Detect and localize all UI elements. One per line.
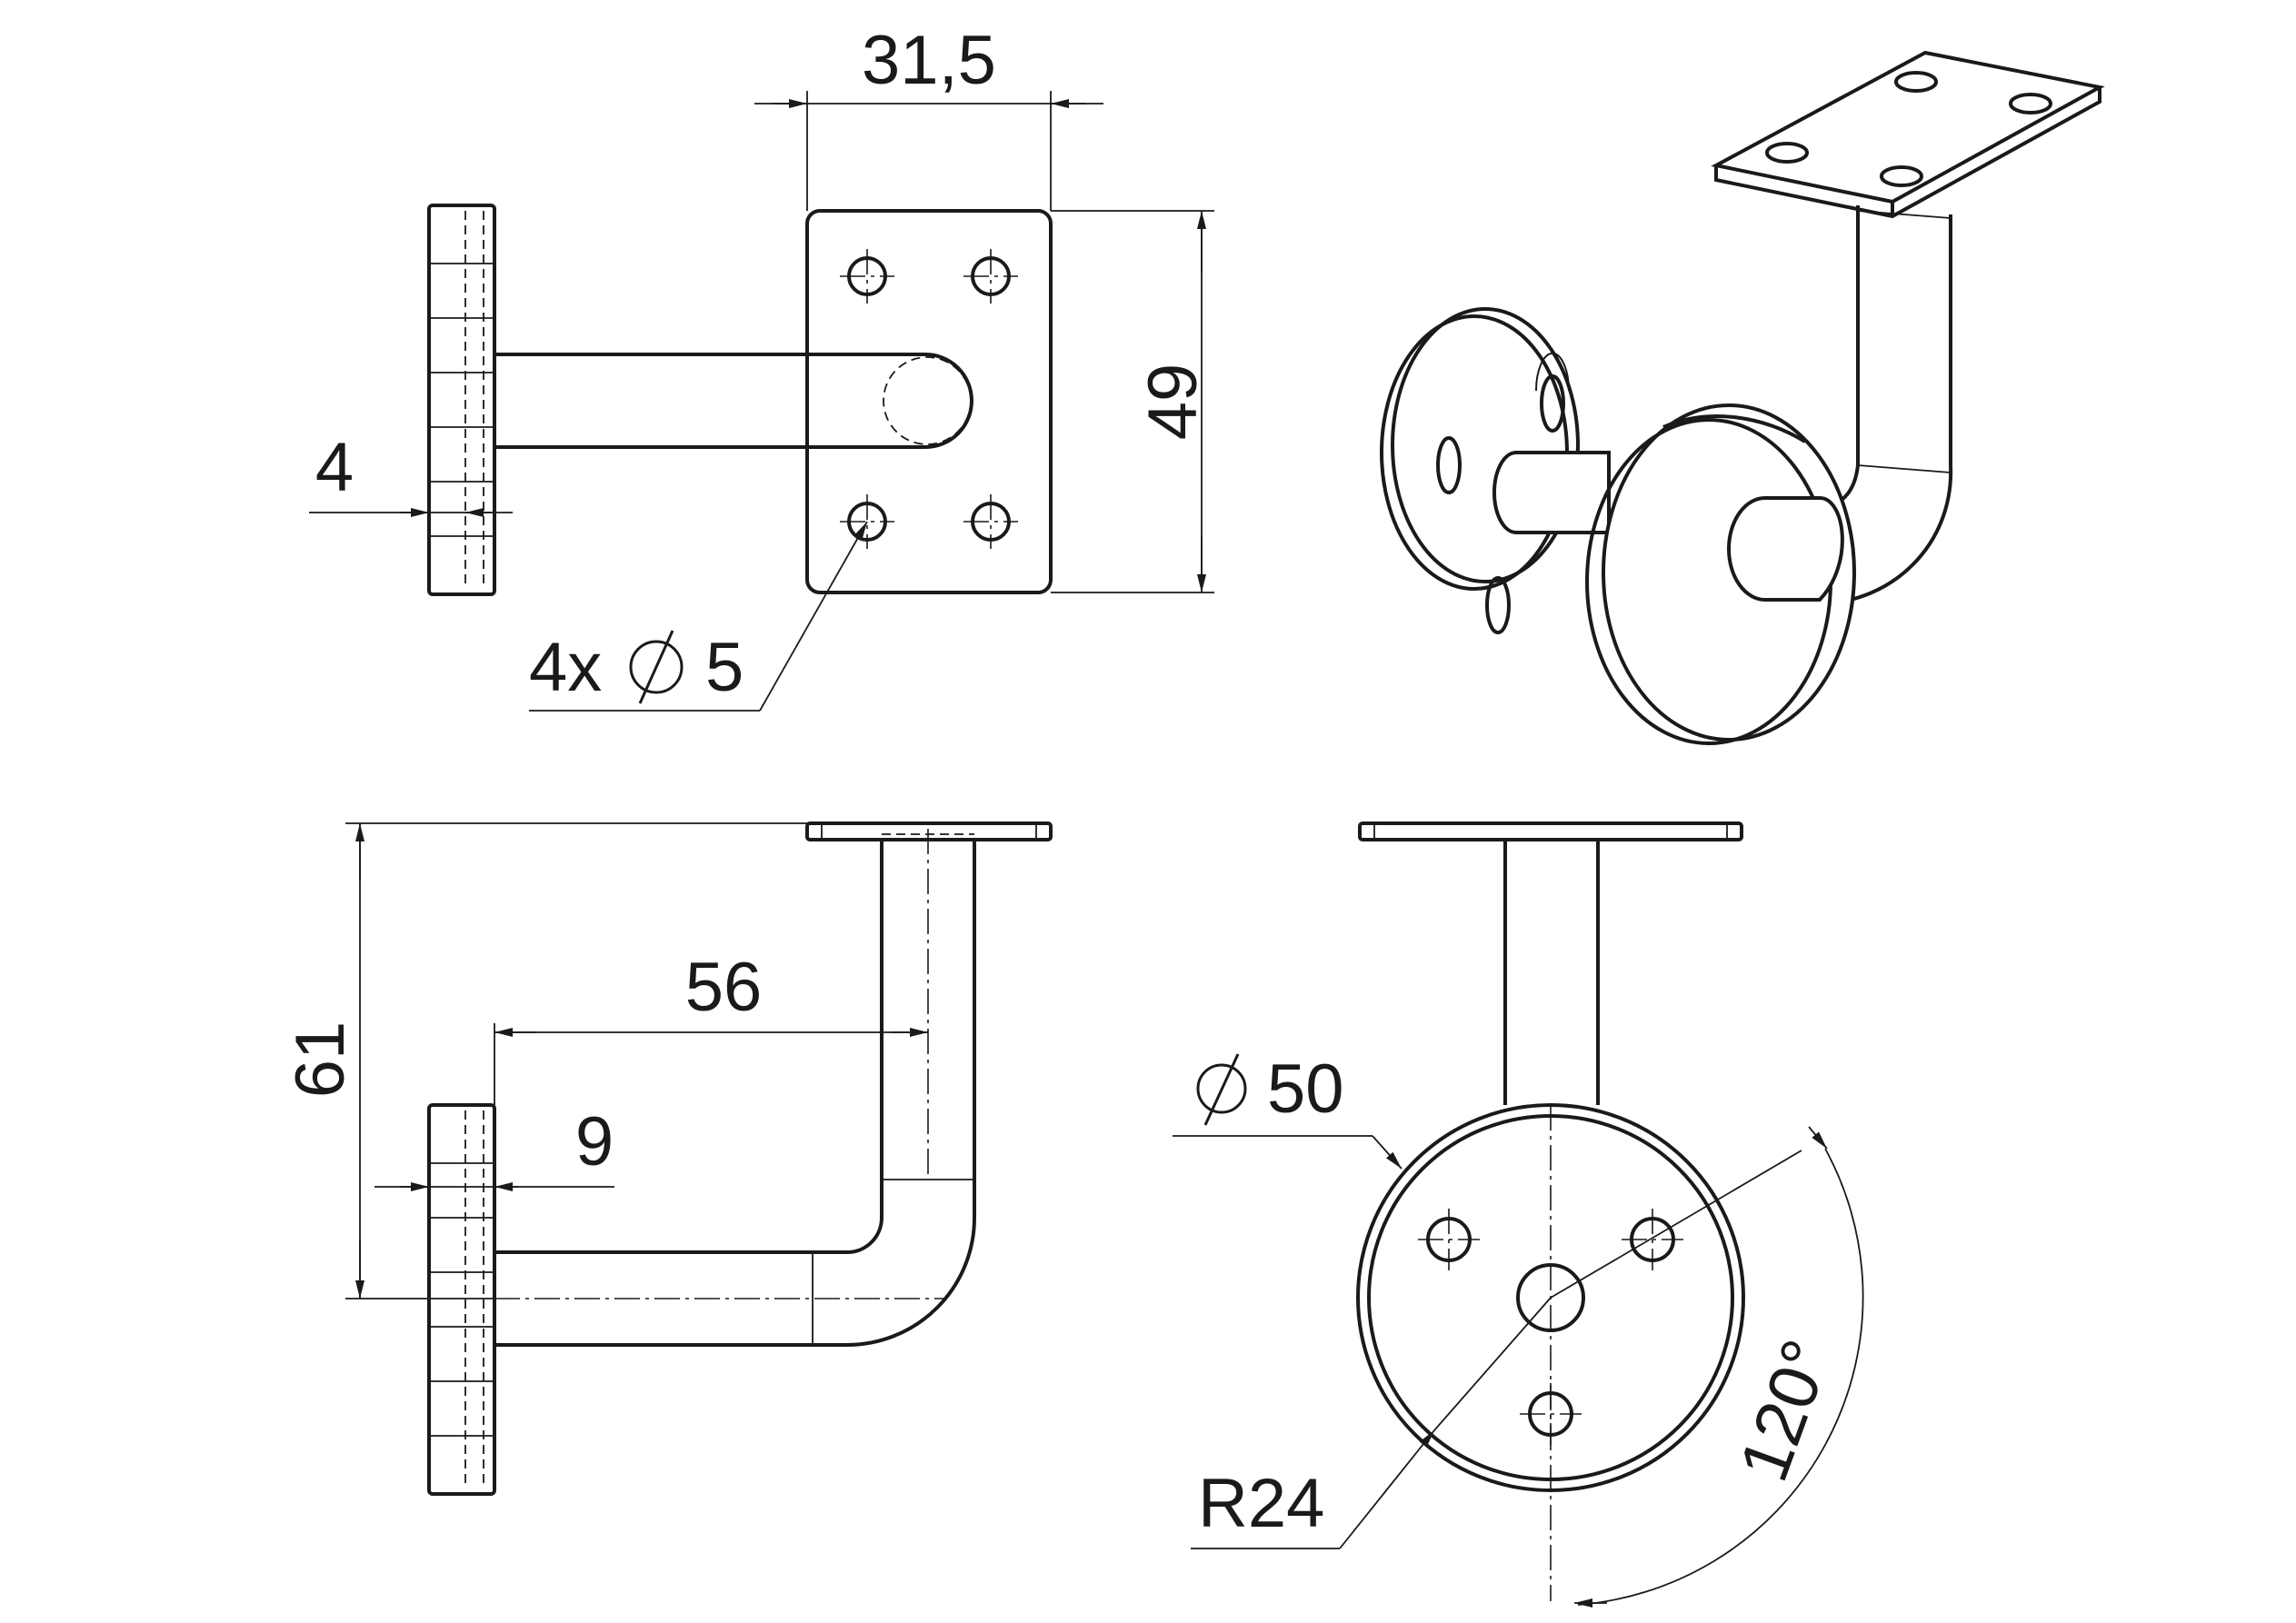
dim-plate-height: 49: [1134, 363, 1212, 441]
dim-hole-count: 4x: [529, 629, 602, 706]
front-view: 50 R24 120°: [1173, 821, 1864, 1608]
dim-hole-diameter: 5: [705, 629, 744, 706]
isometric-view: [1380, 50, 2105, 745]
plate-hole: [963, 249, 1018, 304]
dim-top-width: 31,5: [862, 22, 996, 99]
dim-disc-diameter: 50: [1267, 1050, 1344, 1128]
diameter-symbol: [1196, 1053, 1247, 1126]
dim-side-offset: 9: [575, 1103, 614, 1180]
plate-hole: [963, 494, 1018, 549]
top-view: 31,5 49 4 4x 5: [309, 22, 1214, 712]
dim-bolt-radius: R24: [1198, 1465, 1324, 1542]
disc-hole: [1622, 1209, 1683, 1270]
dim-angle: 120°: [1725, 1330, 1847, 1491]
side-view: 61 56 9: [282, 821, 1053, 1496]
plate-hole: [840, 494, 894, 549]
dim-side-depth: 56: [685, 949, 763, 1026]
disc-hole: [1520, 1383, 1582, 1445]
dim-side-height: 61: [282, 1021, 359, 1099]
dim-plate-thickness: 4: [315, 429, 354, 506]
plate-hole: [840, 249, 894, 304]
disc-hole: [1418, 1209, 1480, 1270]
diameter-symbol: [629, 630, 684, 704]
